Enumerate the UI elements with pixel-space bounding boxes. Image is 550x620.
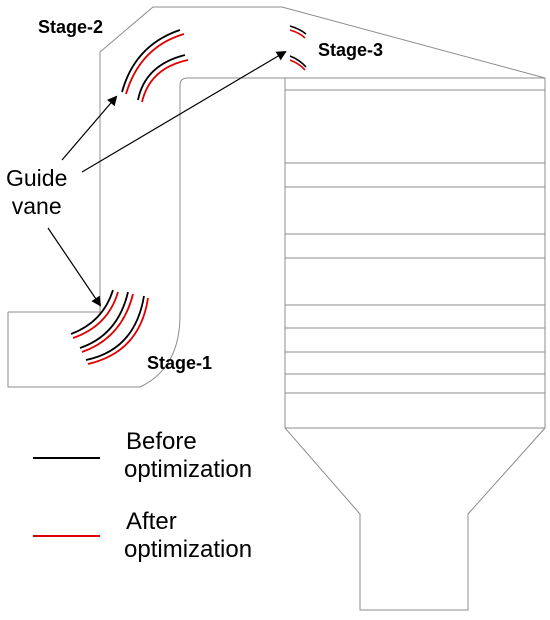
vane-before [85,295,145,361]
legend-before-line1: Before [126,428,197,455]
stage-1-label: Stage-1 [147,353,213,373]
stage-2-label: Stage-2 [38,17,104,37]
vane-after [87,297,149,365]
inlet-top-wall [8,6,546,313]
vane-before [137,54,186,101]
guide-vane-label-line1: Guide [6,165,68,191]
vane-after [81,293,134,353]
guide-vane-arrows [47,50,287,307]
vane-before [121,29,181,93]
vane-before [289,25,307,35]
outer-duct-wall [7,77,285,388]
duct-outline [7,6,546,611]
vane-after [72,291,119,339]
stage-2-vanes [121,29,189,103]
arrow-to-stage-1 [47,227,102,307]
vane-after [125,33,185,95]
stage-3-label: Stage-3 [318,40,384,60]
legend-after-line1: After [126,508,177,535]
arrow-to-stage-2 [61,95,118,161]
arrow-to-stage-3 [81,50,287,173]
boiler-body [284,77,546,611]
vane-after [289,59,306,71]
stage-3-vanes [289,25,307,71]
legend-before-line2: optimization [124,456,253,483]
guide-vane-label: Guide vane [6,164,67,220]
legend-before: Before optimization [124,428,252,484]
legend-after-line2: optimization [124,536,253,563]
guide-vane-label-line2: vane [11,193,62,219]
legend-after: After optimization [124,508,252,564]
vane-after [141,59,189,103]
vane-before [289,55,307,68]
vane-before [79,291,129,349]
stage-1-vanes [70,289,149,365]
vane-before [70,289,114,335]
vane-after [289,29,306,39]
